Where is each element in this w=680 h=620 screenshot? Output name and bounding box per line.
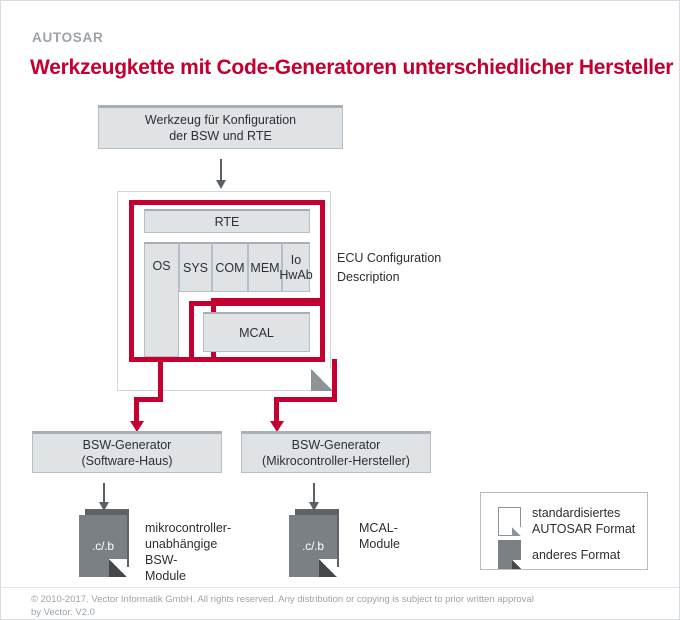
- gray-document-icon: [498, 540, 521, 569]
- caption-mcal-line2: Module: [359, 537, 400, 551]
- legend-other-line1: anderes Format: [532, 547, 621, 562]
- footer-line2: by Vector. V2.0: [31, 607, 95, 618]
- caption-mcal-modules: MCAL- Module: [359, 520, 479, 552]
- module-label-mem: MEM: [250, 260, 280, 275]
- mcal-format-outline: [189, 301, 325, 362]
- caption-bsw-line2: unabhängige: [145, 537, 218, 551]
- caption-bsw-line4: Module: [145, 569, 186, 583]
- module-box-io-hwab: Io HwAb: [279, 242, 313, 292]
- tool-configuration-box: Werkzeug für Konfiguration der BSW und R…: [98, 105, 343, 149]
- module-label-hwab: HwAb: [279, 267, 313, 282]
- document-fold-corner-icon: [311, 369, 333, 391]
- file-extension-label: .c/.b: [302, 539, 324, 553]
- mcal-label: MCAL: [239, 325, 274, 340]
- bsw-left-line1: BSW-Generator: [82, 438, 172, 452]
- caption-bsw-line3: BSW-: [145, 553, 178, 567]
- ecu-configuration-description-label: ECU Configuration Description: [337, 249, 477, 287]
- file-extension-label: .c/.b: [92, 539, 114, 553]
- legend-item-standard-format: standardisiertes AUTOSAR Format: [498, 505, 635, 537]
- module-box-os: OS: [144, 242, 179, 357]
- red-connector-left-vertical-1: [158, 359, 163, 401]
- caption-bsw-modules: mikrocontroller- unabhängige BSW- Module: [145, 520, 265, 584]
- rte-label: RTE: [214, 214, 240, 229]
- bsw-generator-microcontroller-vendor-box: BSW-Generator (Mikrocontroller-Herstelle…: [241, 431, 431, 473]
- file-fold-corner-icon: [109, 559, 127, 577]
- bsw-generator-software-house-box: BSW-Generator (Software-Haus): [32, 431, 222, 473]
- module-box-sys: SYS: [179, 242, 212, 292]
- red-connector-left-horizontal: [134, 397, 163, 402]
- red-connector-right-horizontal: [274, 397, 337, 402]
- arrow-bsw-right-to-file: [309, 483, 319, 511]
- legend-box: standardisiertes AUTOSAR Format anderes …: [480, 492, 648, 570]
- caption-mcal-line1: MCAL-: [359, 521, 398, 535]
- file-icon-bsw-modules: .c/.b: [79, 509, 133, 579]
- page-title: Werkzeugkette mit Code-Generatoren unter…: [30, 56, 674, 79]
- legend-standard-line1: standardisiertes: [532, 506, 621, 520]
- bsw-right-line1: BSW-Generator: [291, 438, 381, 452]
- white-document-icon: [498, 506, 521, 536]
- mcal-box: MCAL: [203, 312, 310, 352]
- standardized-format-outline: [129, 200, 325, 362]
- caption-bsw-line1: mikrocontroller-: [145, 521, 232, 535]
- module-label-os: OS: [152, 259, 171, 273]
- rte-box: RTE: [144, 209, 310, 233]
- arrow-bsw-left-to-file: [99, 483, 109, 511]
- module-label-io: Io: [290, 252, 302, 267]
- red-connector-right-vertical-2: [274, 397, 279, 423]
- footer-copyright: © 2010-2017. Vector Informatik GmbH. All…: [31, 593, 641, 619]
- ecu-desc-line2: Description: [337, 270, 400, 284]
- bsw-left-line2: (Software-Haus): [81, 454, 173, 468]
- legend-standard-line2: AUTOSAR Format: [532, 522, 636, 536]
- red-arrow-head-left: [129, 421, 144, 432]
- arrow-tool-to-ecu: [216, 159, 226, 189]
- file-fold-corner-icon: [319, 559, 337, 577]
- bsw-right-line2: (Mikrocontroller-Hersteller): [262, 454, 410, 468]
- red-connector-left-vertical-2: [134, 397, 139, 423]
- tool-box-line1: Werkzeug für Konfiguration: [144, 113, 297, 127]
- module-label-com: COM: [215, 260, 245, 275]
- legend-item-other-format: anderes Format: [498, 540, 620, 569]
- ecu-desc-line1: ECU Configuration: [337, 251, 442, 265]
- module-label-sys: SYS: [182, 260, 208, 275]
- red-arrow-head-right: [269, 421, 284, 432]
- tool-box-line2: der BSW und RTE: [169, 129, 272, 143]
- module-box-mem: MEM: [248, 242, 282, 292]
- module-box-com: COM: [212, 242, 248, 292]
- file-icon-mcal-modules: .c/.b: [289, 509, 343, 579]
- footer-line1: © 2010-2017. Vector Informatik GmbH. All…: [31, 594, 534, 605]
- footer-divider: [2, 587, 679, 588]
- red-connector-right-vertical-1: [332, 359, 337, 401]
- kicker-label: AUTOSAR: [32, 30, 104, 45]
